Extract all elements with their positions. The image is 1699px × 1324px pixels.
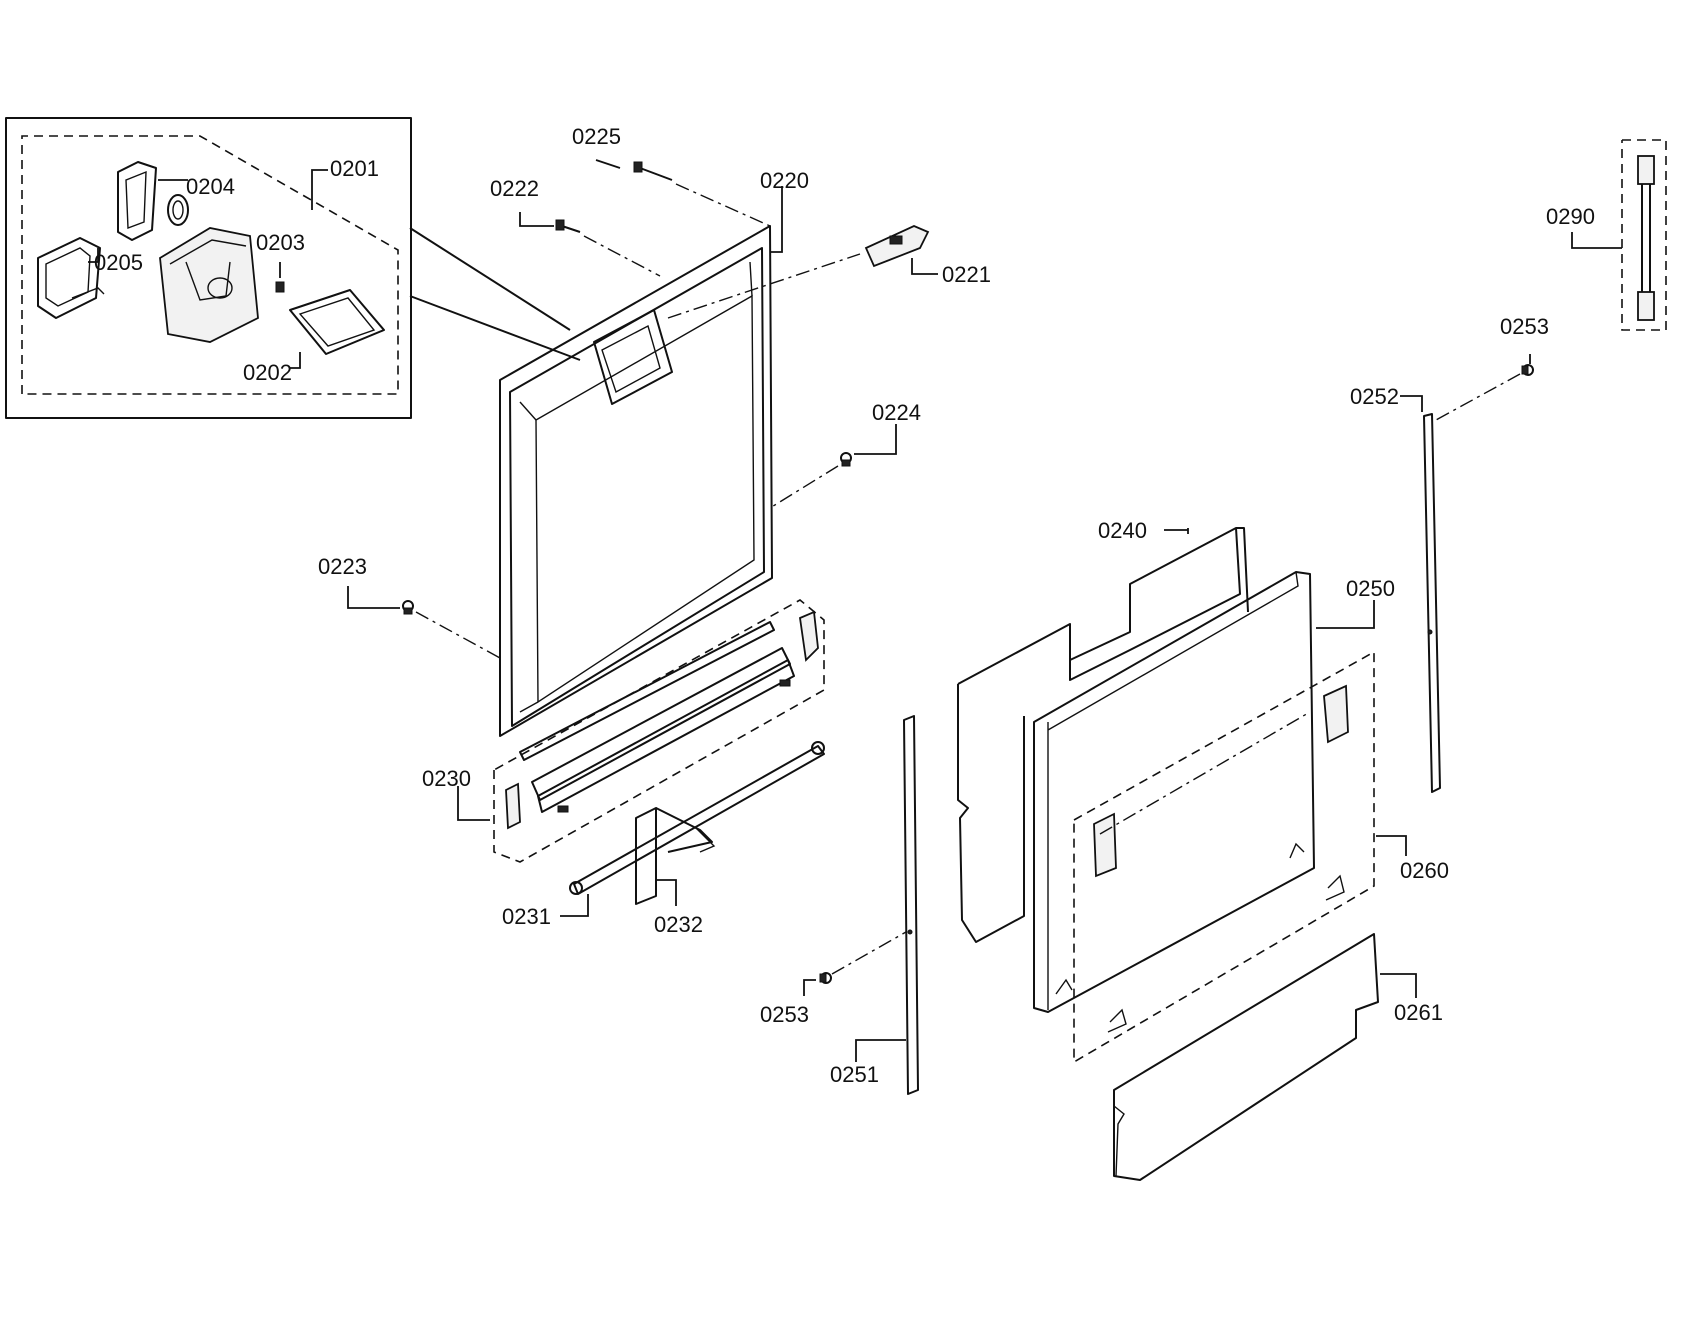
label-0250: 0250 <box>1346 576 1395 601</box>
inset-link-line-bottom <box>409 295 581 361</box>
part-0225-screw <box>595 159 771 227</box>
part-0221-hinge <box>864 225 938 275</box>
label-0253-lower: 0253 <box>760 1002 809 1027</box>
part-0261-kick-panel <box>1113 933 1417 1181</box>
label-0220: 0220 <box>760 168 809 193</box>
label-0221: 0221 <box>942 262 991 287</box>
label-0252: 0252 <box>1350 384 1399 409</box>
part-0250-outer-panel <box>1033 571 1375 1013</box>
label-0260: 0260 <box>1400 858 1449 883</box>
part-0202-gasket <box>289 289 385 355</box>
label-0203: 0203 <box>256 230 305 255</box>
part-0260-front-panel <box>1073 650 1407 1064</box>
label-0261: 0261 <box>1394 1000 1443 1025</box>
part-0230-rail-assembly <box>457 599 825 863</box>
label-0231: 0231 <box>502 904 551 929</box>
part-0205-plate <box>37 237 105 319</box>
part-0231-rod <box>560 741 825 917</box>
label-0222: 0222 <box>490 176 539 201</box>
part-0240-insulation-panel <box>957 527 1249 943</box>
part-0253-screw-lower <box>803 931 907 996</box>
label-0240: 0240 <box>1098 518 1147 543</box>
label-0201: 0201 <box>330 156 379 181</box>
label-0251: 0251 <box>830 1062 879 1087</box>
label-0204: 0204 <box>186 174 235 199</box>
label-0205: 0205 <box>94 250 143 275</box>
label-0223: 0223 <box>318 554 367 579</box>
detail-inset-0201: 0201 0204 0203 0205 0202 <box>5 117 581 419</box>
inset-frame <box>5 117 412 419</box>
part-0252-trim-strip <box>1400 395 1441 793</box>
label-0230: 0230 <box>422 766 471 791</box>
part-0232-bracket <box>635 807 716 906</box>
label-0253-upper: 0253 <box>1500 314 1549 339</box>
inset-dashed-boundary <box>21 135 399 395</box>
label-0224: 0224 <box>872 400 921 425</box>
label-0225: 0225 <box>572 124 621 149</box>
label-0290: 0290 <box>1546 204 1595 229</box>
part-0201-dispenser <box>159 227 285 343</box>
part-0204-latch <box>117 161 189 241</box>
part-0251-trim-strip <box>855 715 919 1095</box>
label-0202: 0202 <box>243 360 292 385</box>
part-0220-inner-door <box>499 225 861 737</box>
part-0224-screw <box>769 424 897 509</box>
part-0290-hose <box>1571 139 1667 331</box>
part-0253-screw-upper <box>1435 354 1534 421</box>
label-0232: 0232 <box>654 912 703 937</box>
part-0222-screw <box>519 212 661 277</box>
part-0223-screw <box>347 586 501 659</box>
inset-link-line-top <box>409 227 571 331</box>
